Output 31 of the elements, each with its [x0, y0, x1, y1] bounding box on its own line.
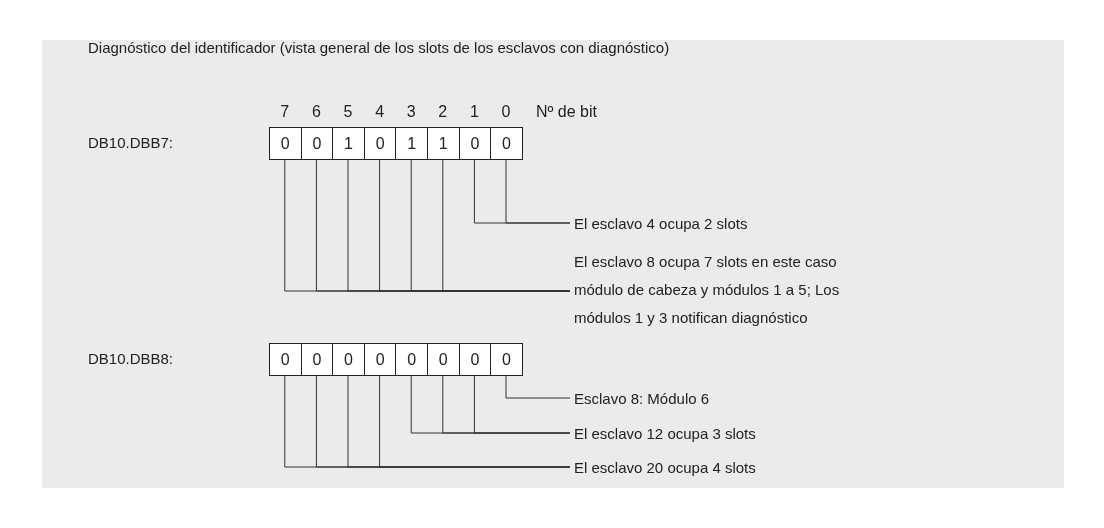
bit-cell: 0	[490, 127, 523, 160]
bit-cell: 0	[269, 127, 302, 160]
bit-cell: 0	[332, 343, 365, 376]
bit-number: 5	[342, 102, 354, 122]
bit-cell: 0	[395, 343, 428, 376]
bit-number: 7	[279, 102, 291, 122]
bit-cell: 0	[427, 343, 460, 376]
leader-line	[442, 158, 571, 292]
title: Diagnóstico del identificador (vista general de los slots de los esclavos con diagnóstico)	[88, 38, 670, 58]
description-text: El esclavo 4 ocupa 2 slots	[570, 210, 870, 238]
register-label: DB10.DBB7:	[88, 133, 174, 153]
description-text: Esclavo 8: Módulo 6	[570, 385, 870, 413]
bit-number: 6	[310, 102, 322, 122]
bit-cell: 0	[269, 343, 302, 376]
leader-line	[505, 374, 571, 399]
bit-cell: 1	[395, 127, 428, 160]
bit-cell: 1	[332, 127, 365, 160]
description-text: El esclavo 8 ocupa 7 slots en este caso módulo de cabeza y módulos 1 a 5; Los módulos 1 y 3 notifican diagnóstico	[570, 248, 855, 332]
leader-line	[473, 374, 571, 434]
bit-number: 2	[437, 102, 449, 122]
bit-cell: 1	[427, 127, 460, 160]
register-label: DB10.DBB8:	[88, 349, 174, 369]
bit-number: 1	[468, 102, 480, 122]
description-text: El esclavo 20 ocupa 4 slots	[570, 454, 870, 482]
bit-number-heading: Nº de bit	[536, 102, 597, 122]
bit-number: 4	[374, 102, 386, 122]
description-text: El esclavo 12 ocupa 3 slots	[570, 420, 870, 448]
leader-line	[505, 158, 571, 224]
bit-number: 0	[500, 102, 512, 122]
bit-number: 3	[405, 102, 417, 122]
bit-cell: 0	[490, 343, 523, 376]
